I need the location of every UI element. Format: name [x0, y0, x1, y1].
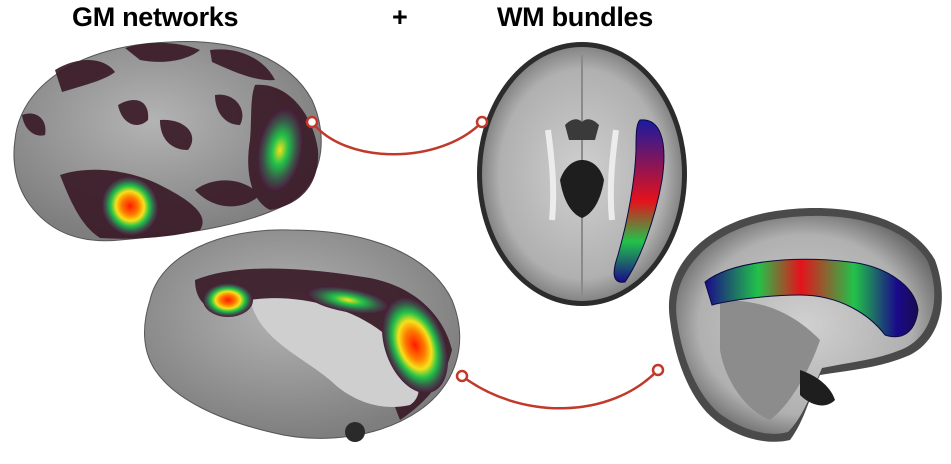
heat-spot-medial-frontal	[382, 296, 448, 394]
sagittal-brain-slice	[668, 208, 942, 442]
medial-wall	[250, 298, 419, 408]
heat-band-cingulate	[306, 286, 390, 314]
brainstem-cut	[345, 422, 365, 442]
tract-axial	[613, 119, 665, 283]
tract-sagittal	[704, 258, 919, 338]
medial-cortex-surface	[144, 229, 461, 442]
plus-sign: +	[392, 2, 408, 32]
connector-bottom	[455, 363, 665, 410]
gm-networks-title: GM networks	[72, 2, 239, 32]
axial-brain-slice	[477, 42, 687, 306]
wm-bundles-title: WM bundles	[497, 2, 653, 32]
heat-spot-temporal	[101, 176, 159, 236]
connector-top	[305, 115, 489, 156]
lateral-cortex-surface	[13, 41, 322, 242]
network-mask-patches	[22, 42, 319, 239]
heat-spot-precuneus	[203, 283, 253, 317]
heat-spot-parietal	[257, 108, 303, 192]
